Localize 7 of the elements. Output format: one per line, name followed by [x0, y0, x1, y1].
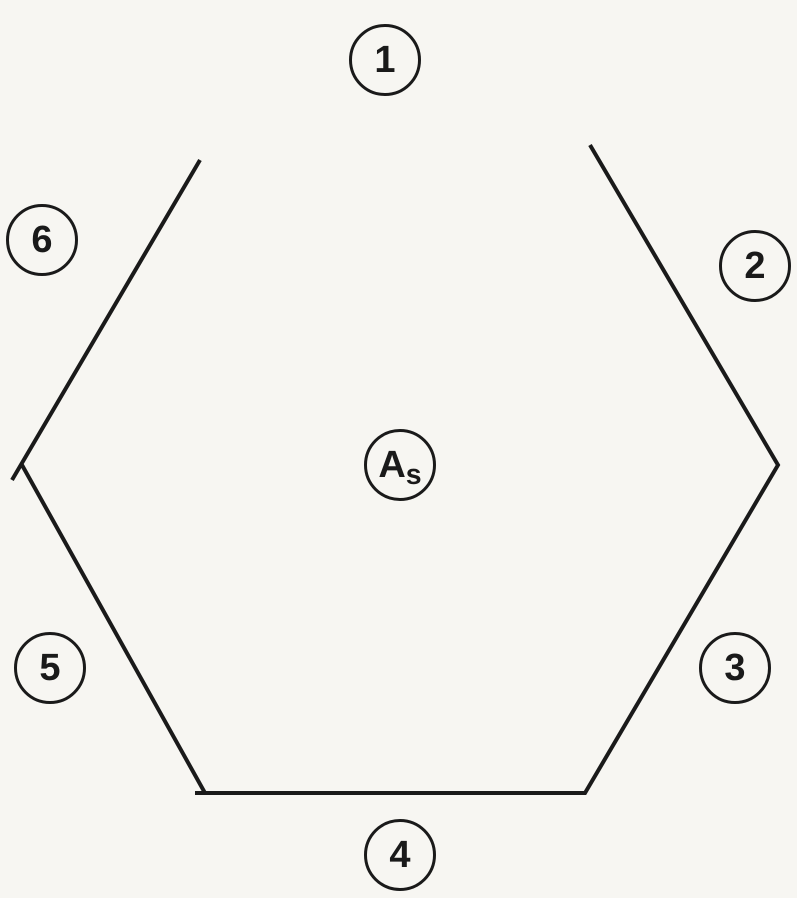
circle-label: 6 — [31, 221, 53, 259]
circle-label: 3 — [724, 649, 746, 687]
circle-label: 5 — [39, 649, 61, 687]
circle-label: 2 — [744, 247, 766, 285]
circle-label: 1 — [374, 41, 396, 79]
circle-label: 4 — [389, 836, 411, 874]
circle-label: A$_{s}$ — [378, 446, 422, 484]
